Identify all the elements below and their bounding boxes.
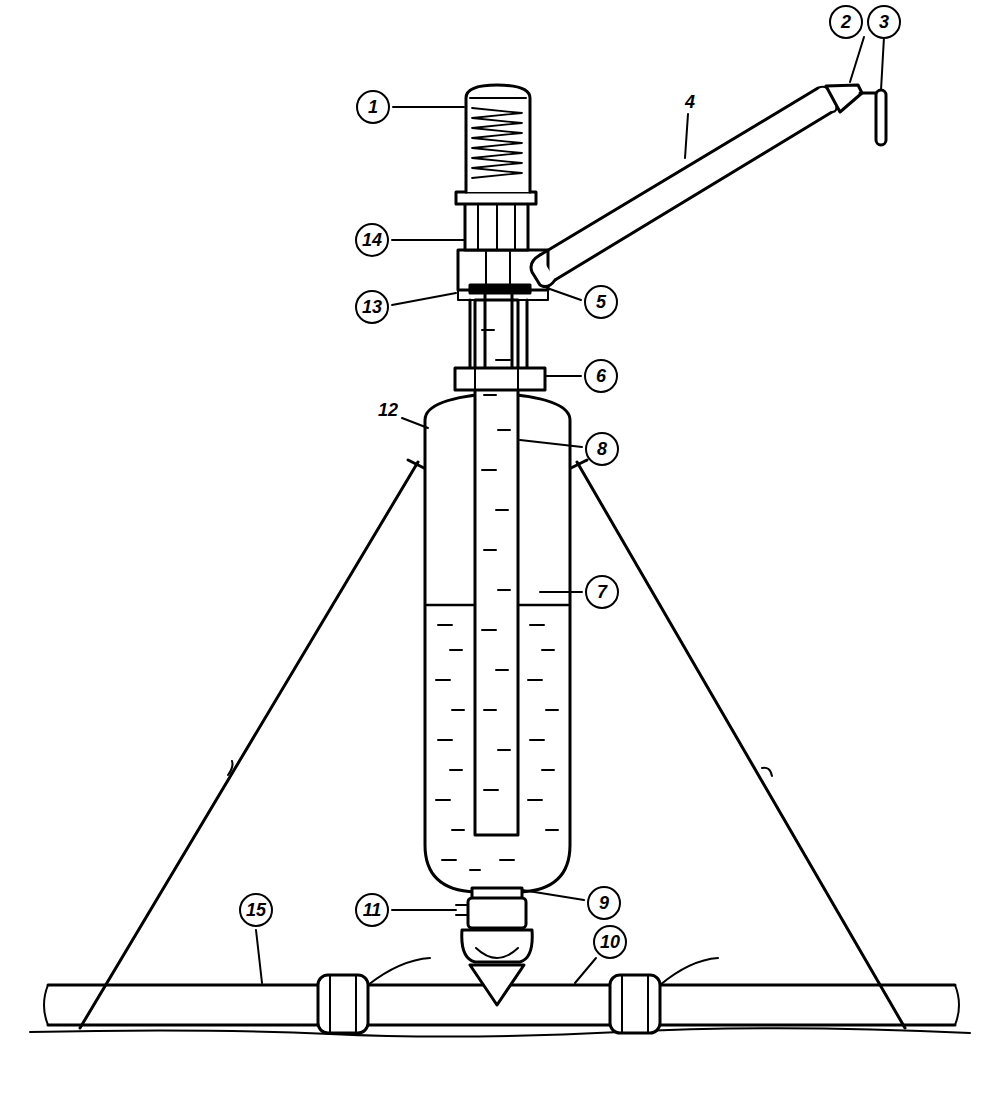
callout-number: 13 [355,290,389,324]
callout-number: 7 [585,575,619,609]
valve [468,898,526,928]
leader-line [256,37,884,983]
callout-number: 5 [584,285,618,319]
callout-number: 1 [356,90,390,124]
spray-arm [540,88,832,280]
nozzle [826,85,862,112]
pipe-coupling [318,958,718,1033]
callout-number: 11 [355,893,389,927]
callout-number: 14 [355,223,389,257]
pipe-hatching [482,330,510,790]
callout-number: 12 [375,399,401,421]
callout-number: 2 [829,5,863,39]
callout-number: 4 [682,91,698,113]
callout-number: 8 [585,432,619,466]
callout-number: 3 [867,5,901,39]
ground-line [30,1028,970,1036]
callout-number: 10 [593,925,627,959]
ground-spike [470,965,524,1005]
neck [470,290,527,368]
spring [472,108,522,178]
deflector [876,90,886,145]
spring-housing [466,85,530,192]
callout-number: 9 [587,886,621,920]
callout-number: 6 [584,359,618,393]
callout-number: 15 [239,893,273,927]
flange [455,368,545,390]
